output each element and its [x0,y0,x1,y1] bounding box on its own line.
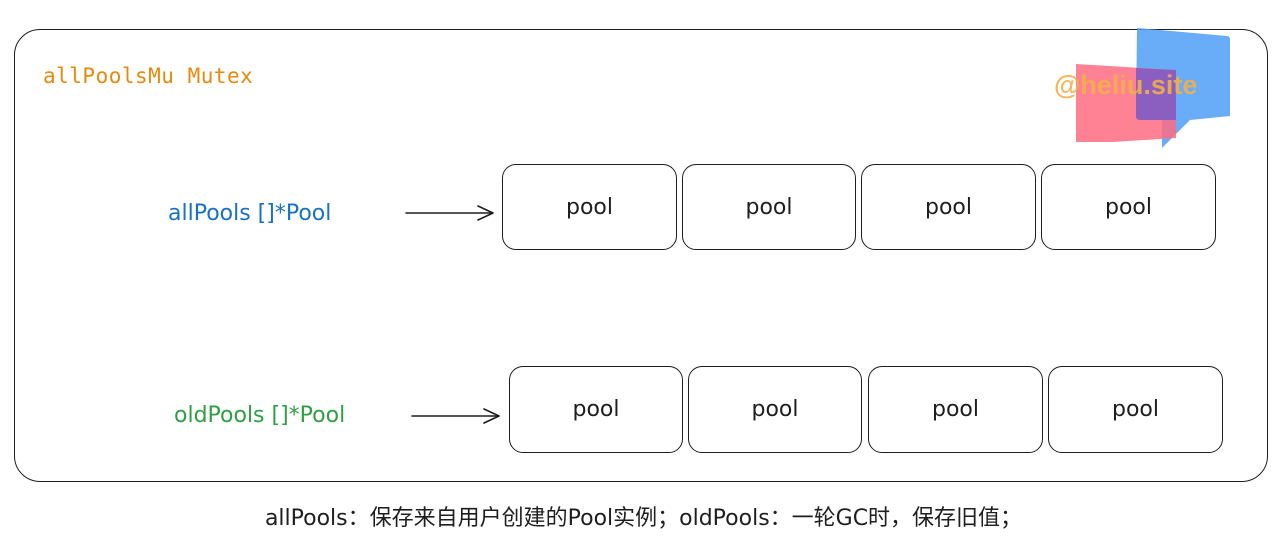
mutex-label: allPoolsMu Mutex [43,64,254,88]
oldpools-label: oldPools []*Pool [174,403,346,428]
oldpools-pool-3: pool [868,366,1043,453]
watermark-logo [1076,28,1230,148]
allpools-pool-2: pool [682,164,856,250]
watermark-text: @heliu.site [1054,70,1198,100]
oldpools-pool-1: pool [509,366,683,453]
allpools-label: allPools []*Pool [168,201,332,226]
allpools-pool-1: pool [502,164,677,250]
diagram-caption: allPools：保存来自用户创建的Pool实例；oldPools：一轮GC时，… [264,506,1023,531]
allpools-pool-4: pool [1041,164,1216,250]
oldpools-arrow [411,408,500,424]
oldpools-pool-2: pool [688,366,862,453]
mutex-frame [14,29,1268,482]
allpools-pool-3: pool [861,164,1036,250]
oldpools-pool-4: pool [1048,366,1223,453]
allpools-arrow [405,205,494,221]
